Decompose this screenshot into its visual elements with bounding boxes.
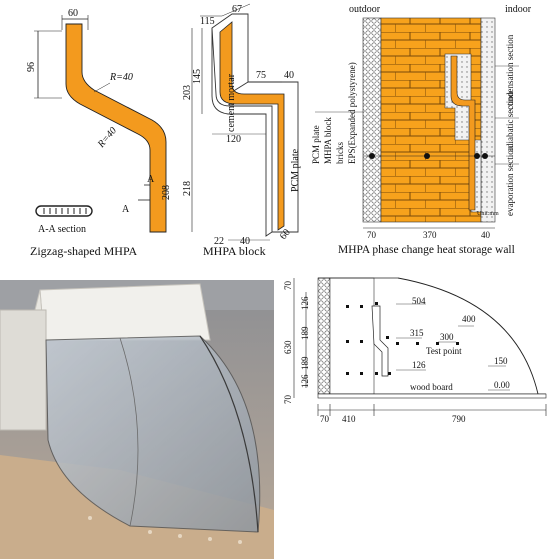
dim-145: 145 <box>192 69 203 84</box>
label-cement-mortar: cement mortar <box>226 73 237 132</box>
dim-203: 203 <box>182 85 193 100</box>
wall-dim-370: 370 <box>423 230 437 240</box>
point-000: 0.00 <box>494 380 510 390</box>
model-dim-189-a: 189 <box>300 326 310 340</box>
model-dim-410: 410 <box>342 414 356 424</box>
dim-r40-bottom: R=40 <box>95 125 119 150</box>
layer-label-mhpa: MHPA block <box>323 117 333 164</box>
section-evaporation: evaporation section <box>505 145 515 216</box>
layer-label-bricks: bricks <box>335 142 345 164</box>
model-dim-790: 790 <box>452 414 466 424</box>
eps-layer <box>362 17 382 223</box>
pcm-plate-layer <box>480 17 496 223</box>
dim-208: 208 <box>161 185 170 200</box>
point-315: 315 <box>410 328 424 338</box>
sensor-dot-2 <box>424 153 430 159</box>
test-points <box>346 302 459 375</box>
dim-115: 115 <box>200 16 215 27</box>
section-marker-a1: A <box>147 174 155 185</box>
dim-22: 22 <box>214 236 224 247</box>
layer-label-eps: EPS(Expanded polystyrene) <box>347 62 357 164</box>
test-point-label: Test point <box>426 346 462 356</box>
dim-60: 60 <box>68 8 78 19</box>
section-condensation: condensation section <box>505 34 515 110</box>
point-400: 400 <box>462 314 476 324</box>
dim-218: 218 <box>182 181 193 196</box>
model-mhpa-pipe <box>371 305 389 377</box>
dim-r40-top: R=40 <box>109 72 133 83</box>
model-dim-70-bottom-h: 70 <box>320 414 330 424</box>
dim-75: 75 <box>256 70 266 81</box>
wood-board-label: wood board <box>410 382 453 392</box>
model-dim-126-bottom: 126 <box>300 374 310 388</box>
section-adiabatic: adiabatic section <box>505 91 515 152</box>
wall-mhpa-pipe <box>450 55 476 211</box>
dim-120: 120 <box>226 134 241 145</box>
wall-diagram: outdoor indoor PCM plate MHPA block bric… <box>311 4 532 240</box>
sensor-dot-3 <box>474 153 480 159</box>
point-504: 504 <box>412 296 426 306</box>
model-eps-wall <box>317 277 331 395</box>
sensor-dot-1 <box>369 153 375 159</box>
wall-dim-40: 40 <box>481 230 491 240</box>
point-300: 300 <box>440 332 454 342</box>
dim-40-bottom: 40 <box>240 236 250 247</box>
wall-unit: Unit:mm <box>477 211 499 217</box>
a-a-section-shape <box>35 205 93 217</box>
dim-40-top: 40 <box>284 70 294 81</box>
dim-60-bottom: 60 <box>278 227 293 242</box>
model-dim-126-top: 126 <box>300 296 310 310</box>
zigzag-mhpa-diagram: 60 96 R=40 R=40 208 A A A-A section <box>26 8 170 235</box>
sensor-dot-4 <box>482 153 488 159</box>
model-diagram: 70 630 70 126 189 189 126 504 400 315 30… <box>283 277 547 424</box>
block-mhpa-pipe <box>219 21 285 231</box>
zigzag-pipe <box>65 23 167 233</box>
label-pcm-plate: PCM plate <box>290 148 301 192</box>
wall-dim-70: 70 <box>367 230 377 240</box>
caption-zigzag: Zigzag-shaped MHPA <box>30 244 138 258</box>
label-outdoor: outdoor <box>349 4 381 15</box>
model-dim-630: 630 <box>283 340 293 354</box>
model-brick-wall <box>329 277 375 395</box>
caption-block: MHPA block <box>203 244 266 258</box>
experiment-photo <box>0 280 274 559</box>
model-dim-70-bottom: 70 <box>283 395 293 405</box>
point-150: 150 <box>494 356 508 366</box>
mhpa-block-diagram: 115 67 75 40 203 145 120 218 cement mort… <box>182 3 301 247</box>
label-indoor: indoor <box>505 4 532 15</box>
model-dim-70-top: 70 <box>283 281 293 291</box>
section-marker-a2: A <box>122 204 130 215</box>
a-a-section-label: A-A section <box>38 224 86 235</box>
model-glass-arc <box>397 277 539 395</box>
dim-96: 96 <box>26 62 37 72</box>
layer-label-pcm: PCM plate <box>311 125 321 164</box>
model-dim-189-b: 189 <box>300 356 310 370</box>
point-126: 126 <box>412 360 426 370</box>
caption-wall: MHPA phase change heat storage wall <box>338 244 515 256</box>
